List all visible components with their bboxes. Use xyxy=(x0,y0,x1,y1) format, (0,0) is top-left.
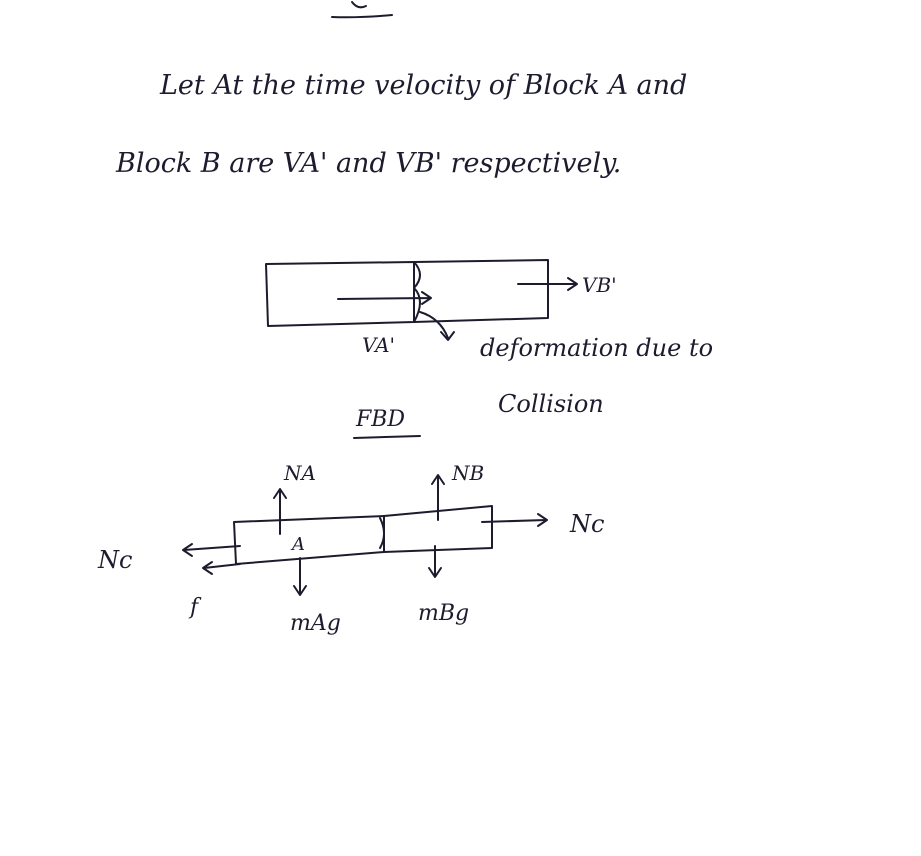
deformation-zone xyxy=(413,261,421,323)
friction-arrow xyxy=(202,561,241,575)
friction-label: f xyxy=(188,595,202,620)
contact-force-right-label: Nc xyxy=(569,510,604,538)
collision-sketch: VA' VB' deformation due to Collision xyxy=(265,259,713,418)
weight-b-label: mBg xyxy=(418,601,469,626)
deformation-note-line-2: Collision xyxy=(498,390,604,418)
sentence-line-2: Block B are VA' and VB' respectively. xyxy=(115,148,621,179)
normal-b-label: NB xyxy=(451,461,484,485)
velocity-a-label: VA' xyxy=(362,333,395,357)
normal-a-label: NA xyxy=(283,461,316,485)
deformation-note-line-1: deformation due to xyxy=(480,334,713,362)
fbd-block-a-label: A xyxy=(290,534,305,555)
velocity-b-arrow xyxy=(517,277,578,291)
contact-force-left-arrow xyxy=(182,543,241,557)
weight-b-arrow xyxy=(428,545,442,578)
free-body-diagram: NA NB A mAg mBg Nc Nc f xyxy=(97,461,604,636)
fbd-title-underline xyxy=(353,435,421,439)
velocity-b-label: VB' xyxy=(582,273,617,297)
top-heading-fragment xyxy=(351,1,367,9)
fbd-deformation-mark xyxy=(379,517,385,549)
sentence-line-1: Let At the time velocity of Block A and xyxy=(159,70,687,101)
weight-a-arrow xyxy=(293,557,307,596)
normal-a-arrow xyxy=(273,488,287,535)
velocity-a-arrow xyxy=(337,291,432,305)
deformation-pointer xyxy=(419,311,455,341)
normal-b-arrow xyxy=(431,474,445,521)
block-b-outline xyxy=(413,259,549,323)
contact-force-left-label: Nc xyxy=(97,546,132,574)
weight-a-label: mAg xyxy=(290,611,341,636)
top-heading-underline xyxy=(331,14,393,19)
fbd-title: FBD xyxy=(355,407,405,432)
fbd-block-a xyxy=(233,515,385,565)
contact-force-right-arrow xyxy=(481,513,548,527)
block-a-outline xyxy=(265,261,415,327)
